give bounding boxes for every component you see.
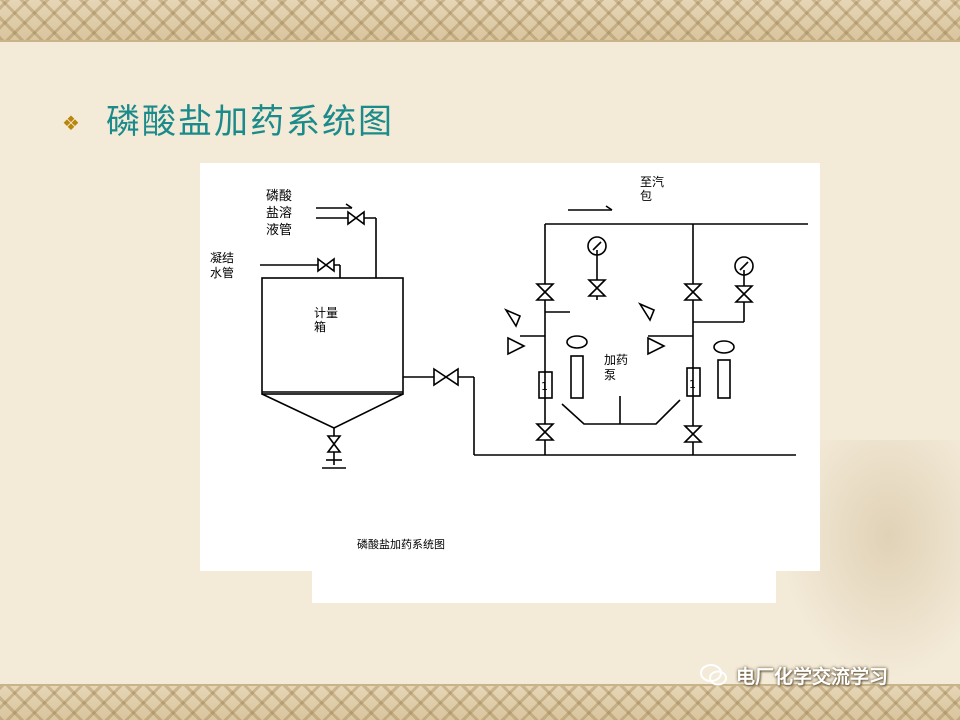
pressure-gauge-1 — [587, 236, 607, 256]
label-phosphate-pipe-3: 液管 — [266, 223, 292, 238]
pump-2-stroke-unit — [717, 359, 731, 399]
label-dosing-pump-1: 加药 — [604, 353, 628, 367]
pump-2-stroke-knob — [713, 340, 735, 354]
gauge-1-valve — [587, 279, 607, 297]
label-phosphate-pipe-1: 磷酸 — [266, 189, 292, 204]
pump-2-suction-valve — [683, 425, 703, 443]
figure-caption: 磷酸盐加药系统图 — [357, 538, 445, 551]
pump-1-stroke-knob — [566, 335, 588, 349]
pump-2-discharge-valve — [683, 283, 703, 301]
pump-1-body — [538, 371, 553, 399]
pump-2-body — [686, 367, 701, 397]
label-metering-tank-1: 计量 — [314, 306, 338, 320]
pump-1-suction-valve — [535, 423, 555, 441]
safety-valve-2 — [647, 336, 666, 356]
tank-drain-valve — [326, 435, 342, 453]
figure-panel-extension — [312, 571, 776, 603]
pressure-gauge-2 — [734, 256, 754, 276]
diamond-cluster-icon: ❖ — [62, 111, 80, 135]
pump-crossover-pipe — [561, 399, 681, 425]
watermark: 电厂化学交流学习 — [700, 660, 888, 690]
pump-1-discharge-valve — [535, 283, 555, 301]
label-pump-2-mark: 1 — [689, 378, 696, 391]
wechat-icon — [700, 664, 727, 686]
slide-title: 磷酸盐加药系统图 — [106, 102, 394, 142]
label-condensate-pipe-2: 水管 — [210, 265, 234, 280]
gauge-2-valve — [734, 285, 754, 303]
label-to-drum-1: 至汽 — [640, 174, 664, 189]
safety-valve-1 — [507, 336, 526, 356]
label-dosing-pump-2: 泵 — [604, 368, 616, 382]
tank-outlet-valve — [433, 367, 459, 387]
metering-tank — [261, 277, 404, 395]
label-to-drum-2: 包 — [640, 189, 652, 203]
phosphate-inlet-valve — [347, 210, 365, 226]
safety-valve-2-head — [637, 302, 656, 322]
label-pump-1-mark: 1 — [541, 380, 548, 393]
label-metering-tank-2: 箱 — [314, 319, 326, 334]
label-phosphate-pipe-2: 盐溶 — [266, 206, 292, 221]
top-border-band — [0, 0, 960, 42]
label-condensate-pipe-1: 凝结 — [210, 250, 234, 265]
safety-valve-1-head — [503, 308, 522, 328]
pump-1-stroke-unit — [570, 355, 584, 399]
bottom-border-band — [0, 684, 960, 720]
watermark-text: 电厂化学交流学习 — [736, 665, 889, 688]
tank-cone — [261, 393, 404, 429]
figure-panel — [200, 163, 820, 571]
condensate-inlet-valve — [317, 257, 335, 273]
